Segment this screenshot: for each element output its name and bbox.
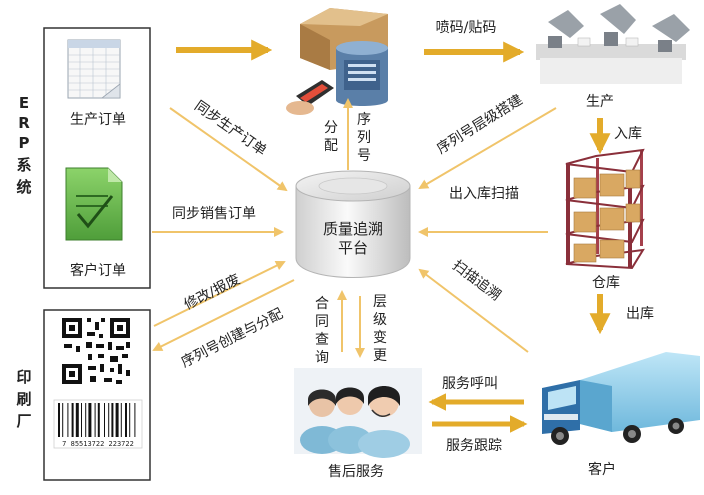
warehouse-icon (565, 148, 645, 270)
edge-label-joint-query: 合 同 查 询 (315, 296, 329, 366)
edge-label-level-change: 层 级 变 更 (373, 294, 387, 364)
edge-label-sync-sales-order: 同步销售订单 (172, 206, 256, 222)
barcode-bar (71, 403, 74, 437)
coding-machine-icon (286, 8, 388, 115)
barcode-bar (88, 403, 92, 437)
barcode-bar (108, 403, 110, 437)
customer-order-label: 客户订单 (70, 262, 126, 279)
erp-label-char: R (18, 114, 30, 132)
barcode-bar (81, 403, 82, 437)
arrow-sync-production-order (169, 107, 288, 192)
edge-label-out-storage: 出库 (626, 306, 654, 322)
query-char: 查 (315, 332, 329, 348)
arrow-serial-hierarchy (418, 107, 557, 190)
arrow-scan-trace (418, 268, 529, 353)
after-sales-label: 售后服务 (328, 464, 384, 480)
serial-char: 号 (357, 148, 371, 164)
production-robot-icon (536, 4, 690, 84)
level-char: 更 (373, 348, 387, 364)
platform-label-line1: 质量追溯 (323, 220, 383, 238)
production-label: 生产 (586, 94, 614, 110)
production-order-label: 生产订单 (70, 112, 126, 128)
edge-label-scan-trace: 扫描追溯 (449, 258, 503, 304)
barcode-bar (134, 403, 136, 437)
barcode-bar (58, 403, 60, 437)
edge-label-serial-number: 序 列 号 (357, 112, 371, 164)
customer-label: 客户 (588, 461, 616, 478)
barcode-bar (129, 403, 131, 437)
quality-traceability-platform (295, 170, 411, 278)
document-check-icon (65, 167, 123, 241)
query-char: 询 (315, 350, 329, 366)
edge-label-into-storage: 入库 (614, 126, 642, 142)
assign-char: 分 (324, 120, 338, 136)
edge-label-assign-serial: 分 配 (324, 120, 338, 154)
edge-label-service-call: 服务呼叫 (442, 376, 498, 392)
barcode-number: 7 85513722 223722 (62, 440, 134, 448)
level-char: 层 (373, 294, 387, 310)
arrow-modify-scrap (153, 261, 286, 327)
printer-label-char: 刷 (16, 390, 31, 408)
arrow-serial-create (152, 279, 295, 351)
edge-label-inout-scan: 出入库扫描 (449, 186, 519, 202)
query-char: 同 (315, 314, 329, 330)
barcode-bar (75, 403, 79, 437)
barcode-bar (120, 403, 122, 437)
barcode-bar (85, 403, 87, 437)
platform-label-line2: 平台 (338, 239, 368, 257)
erp-label-char: E (19, 94, 29, 112)
barcode-bar (115, 403, 119, 437)
assign-char: 配 (324, 138, 338, 154)
serial-char: 序 (357, 112, 371, 128)
spreadsheet-icon (67, 39, 121, 99)
edge-label-print-code: 喷码/贴码 (436, 20, 497, 36)
erp-label-char: P (19, 134, 30, 152)
erp-system-label: E R P 系 统 (16, 94, 31, 196)
customer-service-icon (294, 368, 422, 458)
barcode-bar (94, 403, 96, 437)
query-char: 合 (315, 296, 329, 312)
barcode-bar (67, 403, 69, 437)
level-char: 级 (373, 312, 387, 328)
qr-code-icon (60, 316, 134, 388)
erp-label-char: 系 (16, 156, 31, 174)
barcode-bar (62, 403, 64, 437)
edge-label-serial-hierarchy: 序列号层级搭建 (434, 92, 526, 158)
barcode-bar (97, 403, 100, 437)
barcode-icon (53, 399, 143, 449)
edge-label-modify-scrap: 修改/报废 (182, 272, 243, 314)
barcode-bar (125, 403, 127, 437)
edge-label-service-track: 服务跟踪 (446, 438, 502, 454)
truck-icon (542, 352, 700, 445)
serial-char: 列 (357, 130, 371, 146)
warehouse-label: 仓库 (592, 275, 620, 291)
erp-label-char: 统 (16, 178, 31, 196)
printer-label: 印 刷 厂 (16, 368, 31, 430)
barcode-bar (104, 403, 105, 437)
level-char: 变 (373, 330, 387, 346)
printer-label-char: 厂 (16, 412, 31, 430)
edge-label-serial-create: 序列号创建与分配 (179, 306, 286, 371)
printer-label-char: 印 (16, 368, 31, 386)
barcode-bar (111, 403, 114, 437)
